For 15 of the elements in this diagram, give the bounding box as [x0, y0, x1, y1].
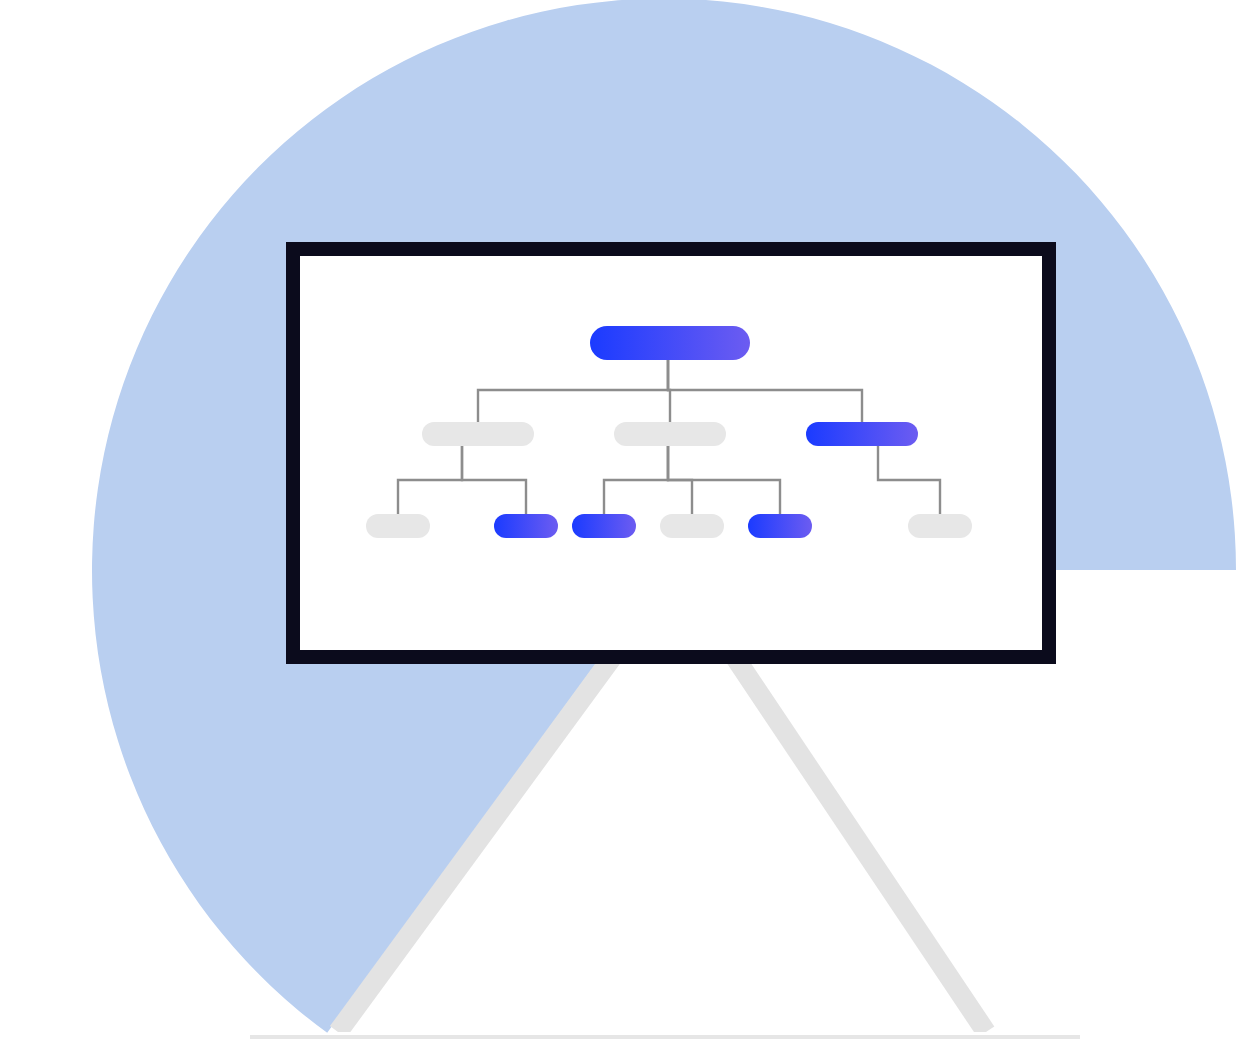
connector-line [876, 446, 942, 514]
connector-line [666, 360, 864, 422]
org-chart-node [590, 326, 750, 360]
connector-line [460, 446, 528, 514]
org-chart-node [806, 422, 918, 446]
org-chart-node [422, 422, 534, 446]
org-chart-node [572, 514, 636, 538]
connector-line [666, 446, 782, 514]
org-chart-node [908, 514, 972, 538]
org-chart-node [614, 422, 726, 446]
org-chart-node [366, 514, 430, 538]
org-chart-node [494, 514, 558, 538]
org-chart-node [748, 514, 812, 538]
connector-line [602, 446, 670, 514]
org-chart-node [660, 514, 724, 538]
